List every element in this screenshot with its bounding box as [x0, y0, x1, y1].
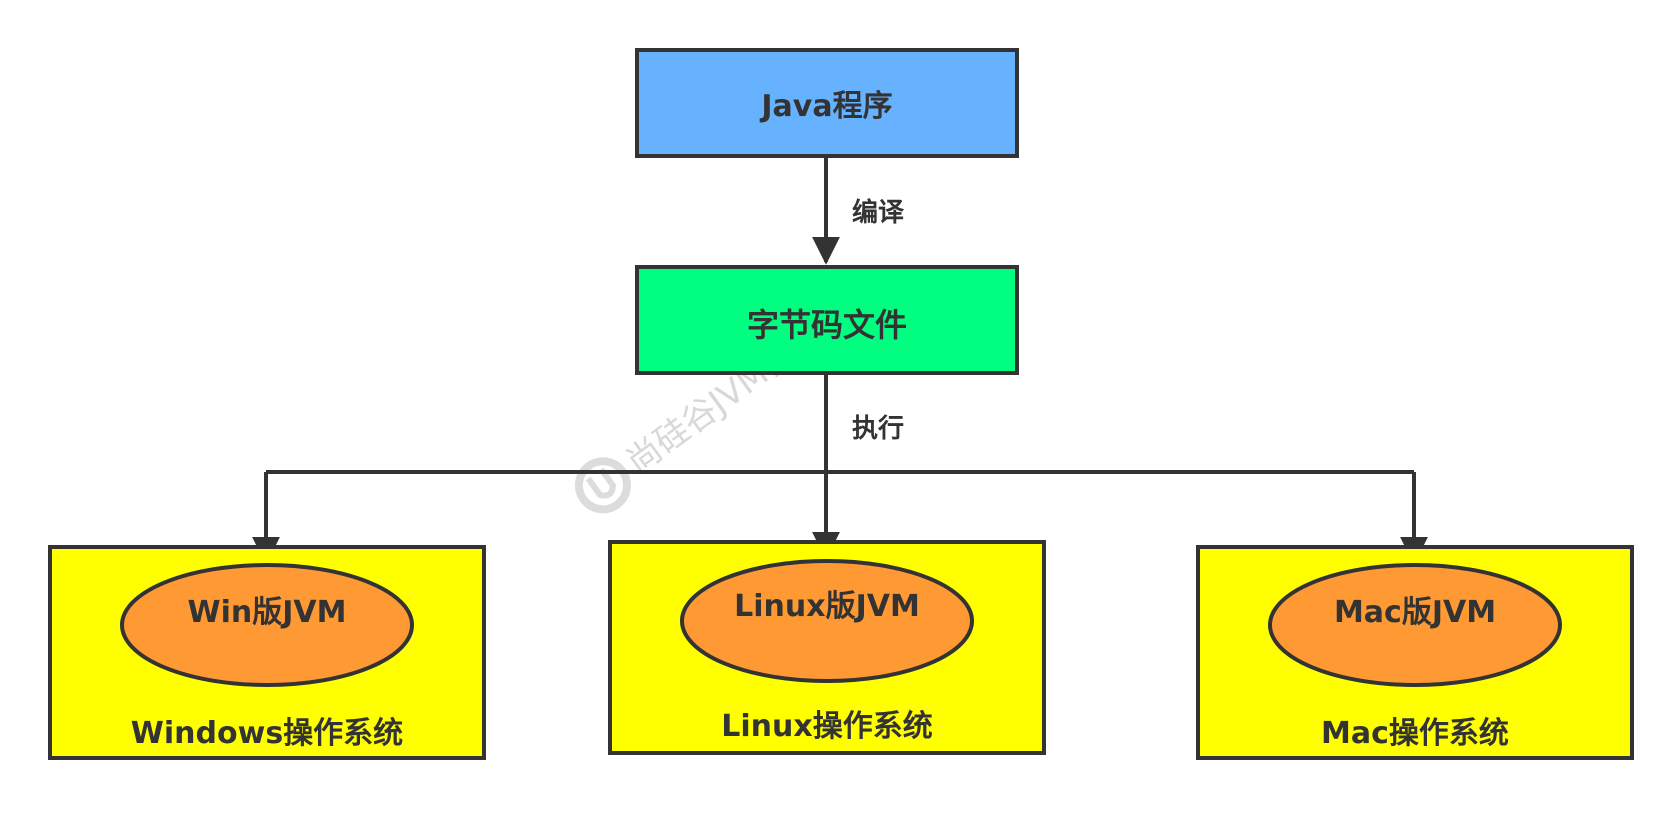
linux-jvm-label: Linux版JVM — [734, 589, 920, 624]
node-mac-os: Mac版JVM Mac操作系统 — [1196, 545, 1634, 760]
execute-label: 执行 — [852, 413, 904, 444]
node-bytecode-file: 字节码文件 — [635, 265, 1019, 375]
win-jvm-label: Win版JVM — [188, 595, 347, 630]
mac-os-label: Mac操作系统 — [1321, 716, 1509, 751]
linux-jvm-ellipse — [680, 559, 974, 683]
java-program-label: Java程序 — [759, 89, 892, 124]
edge-compile: 编译 — [812, 158, 905, 265]
bytecode-file-box — [635, 265, 1019, 375]
win-jvm-ellipse — [120, 563, 414, 687]
node-linux-os: Linux版JVM Linux操作系统 — [608, 540, 1046, 755]
watermark-logo — [574, 457, 631, 514]
compile-label: 编译 — [852, 197, 905, 228]
linux-os-label: Linux操作系统 — [721, 709, 932, 744]
edge-execute: 执行 — [252, 372, 1428, 565]
windows-os-label: Windows操作系统 — [131, 716, 403, 751]
node-windows-os: Win版JVM Windows操作系统 — [48, 545, 486, 760]
mac-jvm-ellipse — [1268, 563, 1562, 687]
mac-jvm-label: Mac版JVM — [1334, 595, 1496, 630]
node-java-program: Java程序 — [635, 48, 1019, 158]
bytecode-file-label: 字节码文件 — [747, 306, 907, 344]
java-program-box — [635, 48, 1019, 158]
